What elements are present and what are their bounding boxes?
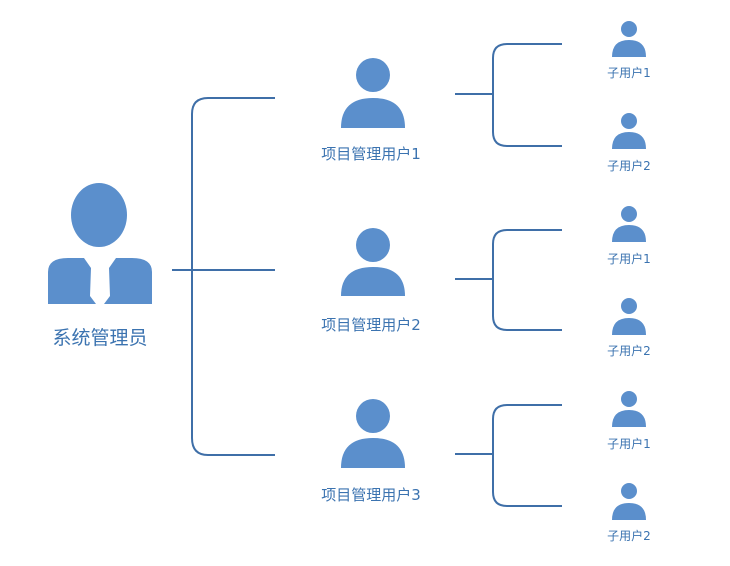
sub-user-node-2-1: 子用户1	[607, 206, 651, 266]
user-icon	[612, 483, 646, 520]
project-manager-label-1: 项目管理用户1	[321, 145, 421, 163]
pm2-bracket-line	[492, 229, 562, 331]
sub-user-label-2-1: 子用户1	[607, 251, 651, 266]
admin-node: 系统管理员	[48, 183, 152, 349]
sub-user-node-1-1: 子用户1	[607, 21, 651, 80]
admin-label: 系统管理员	[52, 327, 147, 349]
business-person-icon	[48, 183, 152, 304]
user-icon	[341, 58, 405, 128]
sub-user-label-1-2: 子用户2	[607, 158, 651, 173]
pm1-bracket-line	[492, 43, 562, 147]
sub-user-label-3-1: 子用户1	[607, 436, 651, 451]
project-manager-node-2: 项目管理用户2	[321, 228, 421, 334]
user-icon	[341, 228, 405, 296]
project-manager-label-3: 项目管理用户3	[321, 486, 421, 504]
root-connectors	[172, 97, 275, 456]
project-manager-label-2: 项目管理用户2	[321, 316, 421, 334]
user-icon	[341, 399, 405, 468]
user-icon	[612, 391, 646, 427]
sub-user-node-2-2: 子用户2	[607, 298, 651, 358]
sub-user-node-1-2: 子用户2	[607, 113, 651, 173]
user-icon	[612, 206, 646, 242]
sub-user-label-1-1: 子用户1	[607, 65, 651, 80]
pm3-bracket-line	[492, 404, 562, 507]
project-manager-node-1: 项目管理用户1	[321, 58, 421, 163]
user-icon	[612, 21, 646, 57]
user-icon	[612, 113, 646, 149]
root-bracket-line	[191, 97, 275, 456]
user-icon	[612, 298, 646, 335]
project-manager-node-3: 项目管理用户3	[321, 399, 421, 504]
sub-user-node-3-2: 子用户2	[607, 483, 651, 543]
sub-connectors	[455, 43, 562, 507]
sub-user-node-3-1: 子用户1	[607, 391, 651, 451]
sub-user-label-3-2: 子用户2	[607, 528, 651, 543]
sub-user-label-2-2: 子用户2	[607, 343, 651, 358]
